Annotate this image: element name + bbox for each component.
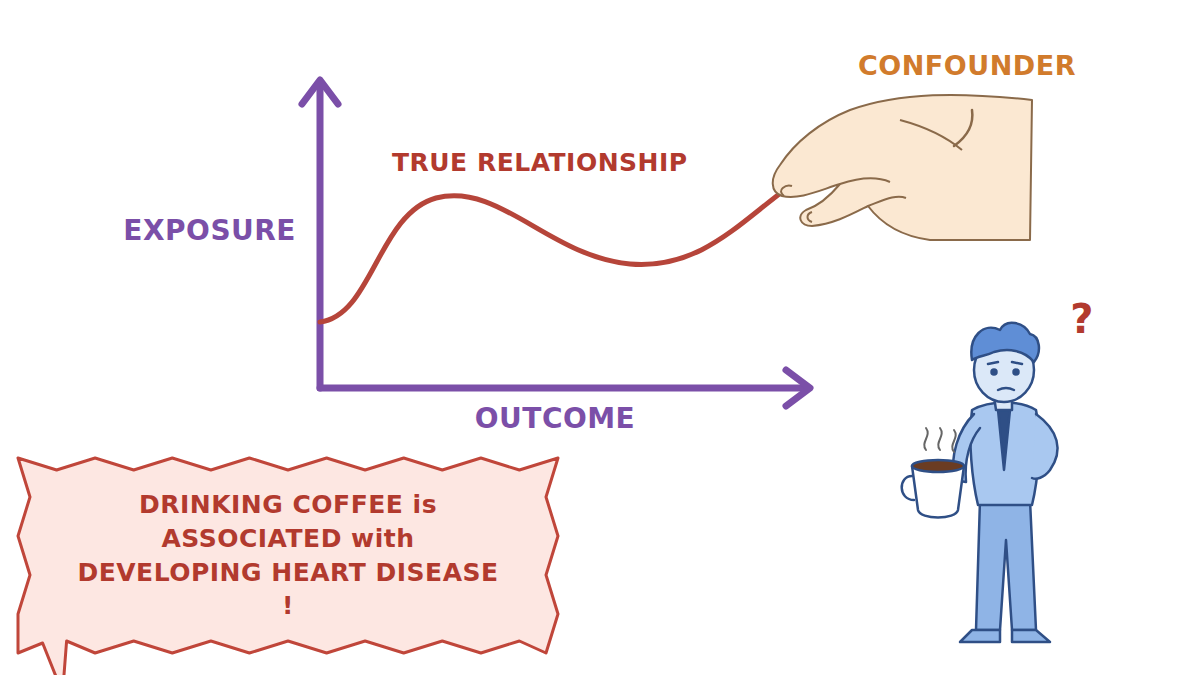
question-mark: ? — [1070, 296, 1094, 342]
confounder-label: CONFOUNDER — [858, 50, 1076, 81]
axes — [302, 80, 810, 406]
person-drawing — [902, 323, 1058, 642]
bubble-shape — [18, 458, 558, 675]
bubble-outline — [18, 458, 558, 653]
curve-label: TRUE RELATIONSHIP — [392, 148, 688, 177]
hand-drawing — [773, 95, 1032, 240]
leader-line — [954, 110, 972, 146]
relationship-curve — [320, 186, 790, 322]
axis-label: OUTCOME — [475, 402, 635, 435]
bubble-text: DRINKING COFFEE is ASSOCIATED with DEVEL… — [68, 488, 508, 623]
speech-bubble: DRINKING COFFEE is ASSOCIATED with DEVEL… — [18, 458, 558, 653]
axis-label: EXPOSURE — [123, 214, 296, 247]
